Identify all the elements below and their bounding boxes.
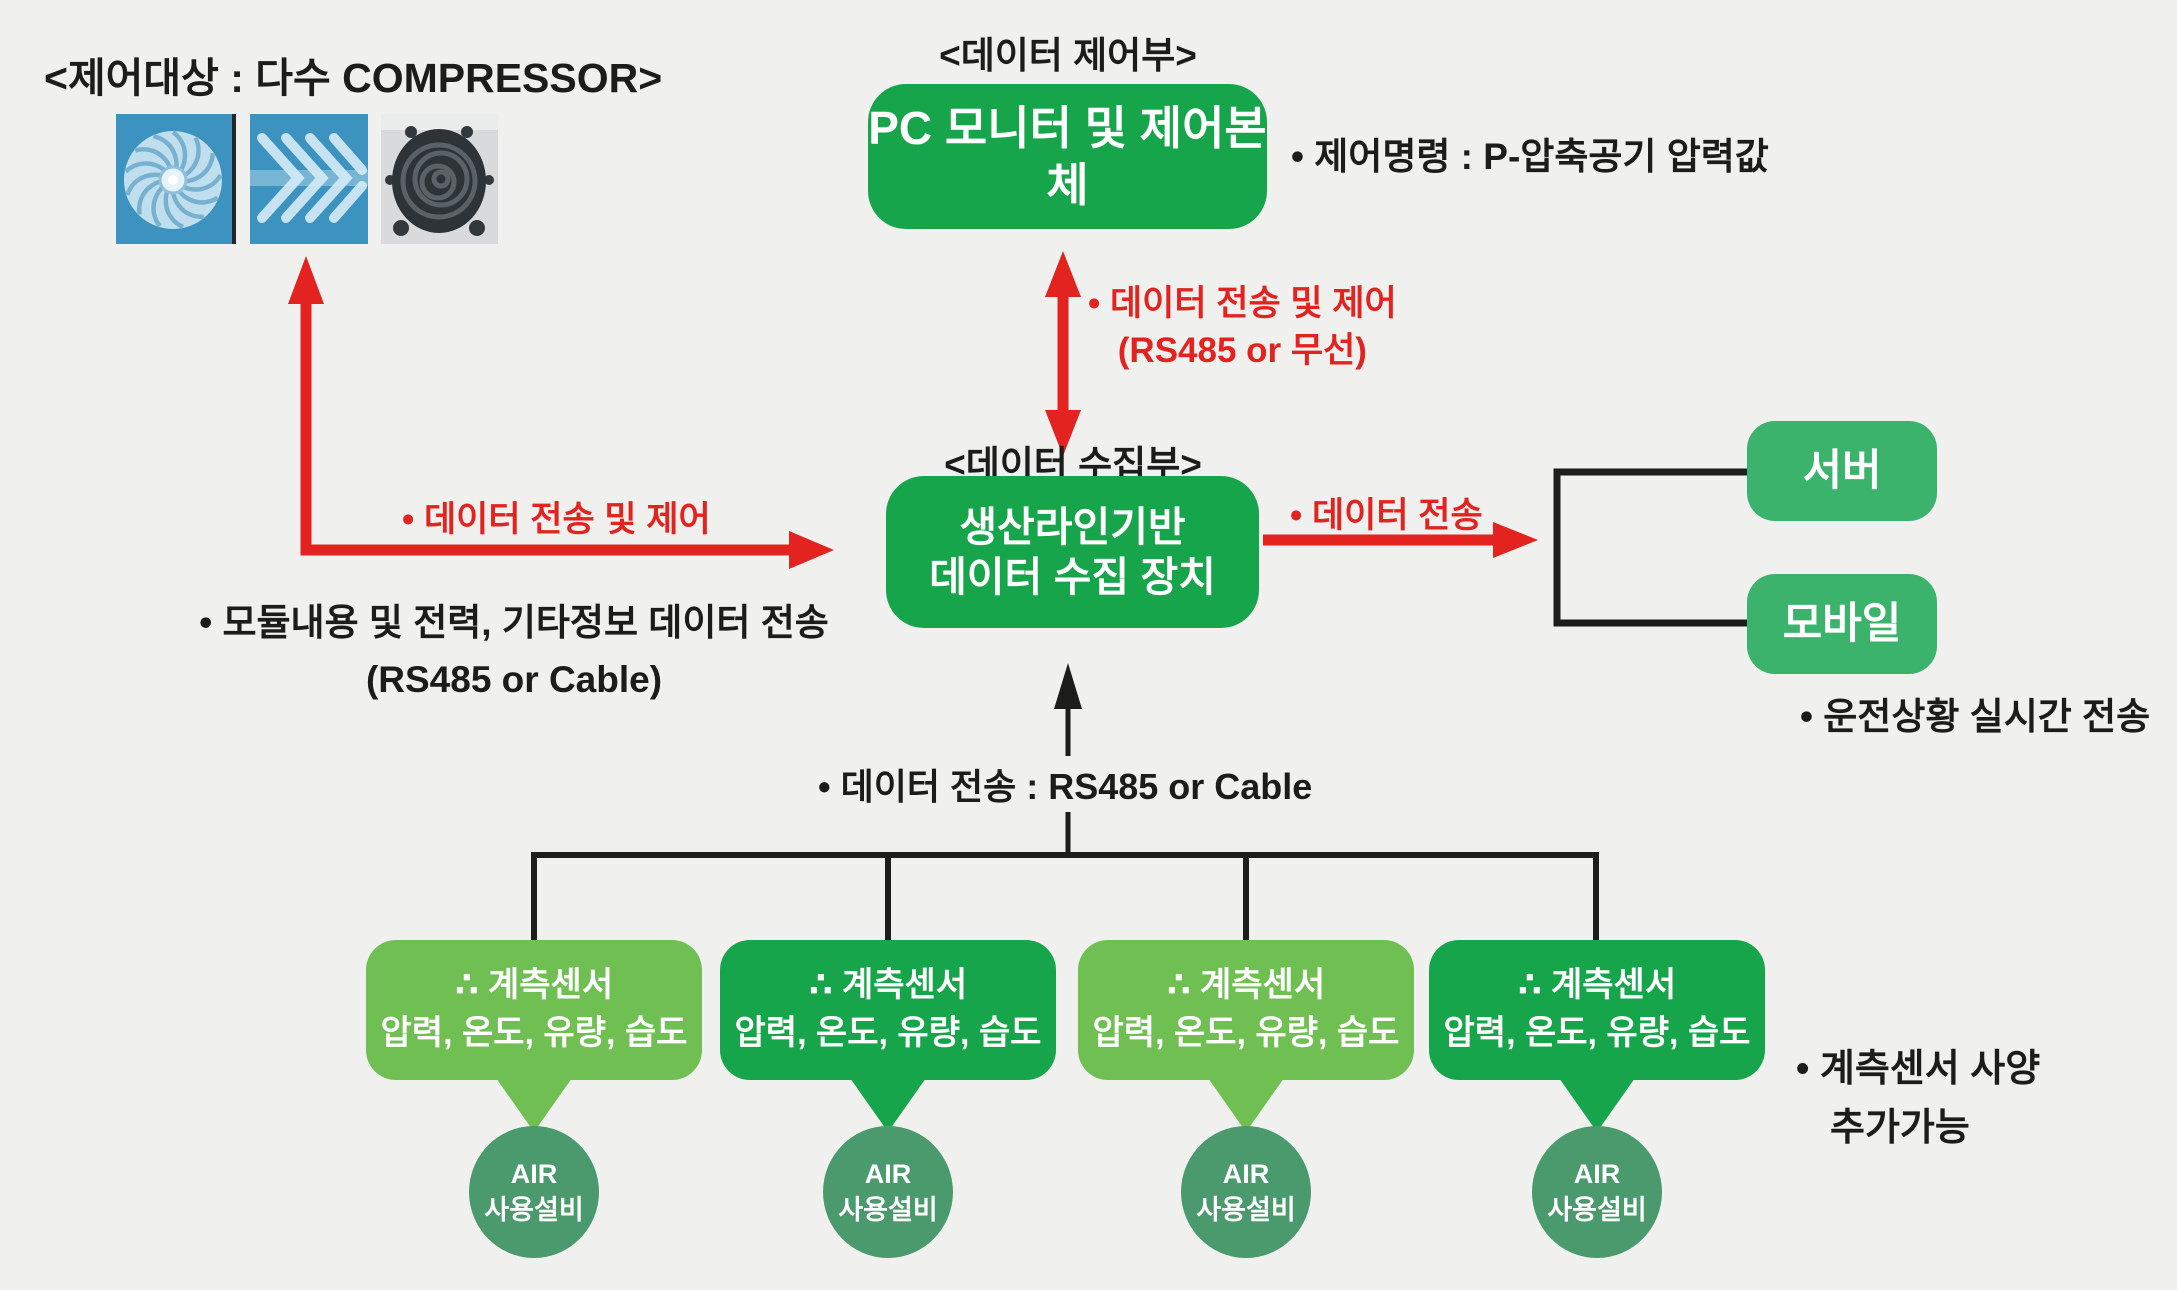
sensor-box-1: ∴ 계측센서 압력, 온도, 유량, 습도: [366, 940, 702, 1080]
pc-monitor-box: PC 모니터 및 제어본체: [868, 84, 1267, 229]
scroll-compressor-photo: [381, 114, 498, 244]
control-target-title: <제어대상 : 다수 COMPRESSOR>: [44, 55, 663, 101]
air-equipment-1: AIR 사용설비: [469, 1126, 599, 1258]
link-control-collect-label: • 데이터 전송 및 제어 (RS485 or 무선): [1088, 280, 1397, 375]
sensor-group-1: ∴ 계측센서 압력, 온도, 유량, 습도 AIR 사용설비: [366, 940, 702, 1260]
link-compressor-label: • 데이터 전송 및 제어: [402, 500, 711, 539]
link-compressor-note-line2: (RS485 or Cable): [365, 659, 663, 701]
outputs-note: • 운전상황 실시간 전송: [1800, 696, 2151, 737]
data-collector-line1: 생산라인기반: [959, 503, 1186, 550]
link-sensors-label: • 데이터 전송 : RS485 or Cable: [808, 756, 1323, 812]
air-equipment-2: AIR 사용설비: [823, 1126, 953, 1258]
server-box-label: 서버: [1802, 446, 1882, 495]
link-control-collect-line2: (RS485 or 무선): [1117, 331, 1367, 371]
air-equipment-3: AIR 사용설비: [1181, 1126, 1311, 1258]
sensor-tail-3: [1208, 1078, 1284, 1132]
link-compressor-note: • 모듈내용 및 전력, 기타정보 데이터 전송 (RS485 or Cable…: [186, 594, 842, 709]
data-collector-box: 생산라인기반 데이터 수집 장치: [886, 476, 1259, 628]
sensor-box-4-line2: 압력, 온도, 유량, 습도: [1443, 1014, 1751, 1052]
sensors-note-line1: • 계측센서 사양: [1796, 1048, 2041, 1090]
arrowhead-down-collect: [1045, 410, 1081, 456]
control-command-note: • 제어명령 : P-압축공기 압력값: [1291, 136, 1769, 177]
link-compressor-note-line1: • 모듈내용 및 전력, 기타정보 데이터 전송: [199, 602, 829, 643]
sensors-note-line2: 추가가능: [1830, 1106, 1970, 1149]
air-equipment-3-line2: 사용설비: [1196, 1195, 1296, 1225]
centrifugal-compressor-photo: [116, 114, 236, 244]
sensor-box-2-line2: 압력, 온도, 유량, 습도: [734, 1014, 1042, 1052]
sensor-box-3-line2: 압력, 온도, 유량, 습도: [1092, 1014, 1400, 1052]
pc-monitor-box-label: PC 모니터 및 제어본체: [868, 102, 1267, 211]
arrowhead-right-outputs: [1493, 522, 1538, 558]
server-box: 서버: [1747, 421, 1937, 521]
screw-compressor-photo: [250, 114, 368, 244]
air-equipment-3-line1: AIR: [1222, 1158, 1270, 1189]
sensor-box-2-line1: ∴ 계측센서: [808, 966, 968, 1005]
sensor-tail-1: [496, 1078, 572, 1132]
arrowhead-up-compressor: [288, 256, 324, 304]
arrowhead-up-control: [1045, 251, 1081, 297]
section-label-control: <데이터 제어부>: [939, 35, 1197, 76]
sensors-note: • 계측센서 사양 추가가능: [1796, 1040, 2040, 1158]
data-collector-line2: 데이터 수집 장치: [929, 554, 1216, 600]
sensor-box-1-line1: ∴ 계측센서: [454, 966, 614, 1005]
sensor-box-4: ∴ 계측센서 압력, 온도, 유량, 습도: [1429, 940, 1765, 1080]
arrow-compressor-link: [300, 300, 792, 556]
mobile-box-label: 모바일: [1782, 599, 1902, 648]
sensor-group-2: ∴ 계측센서 압력, 온도, 유량, 습도 AIR 사용설비: [720, 940, 1056, 1260]
sensor-group-3: ∴ 계측센서 압력, 온도, 유량, 습도 AIR 사용설비: [1078, 940, 1414, 1260]
bracket-outputs: [1553, 468, 1747, 627]
sensor-tail-2: [850, 1078, 926, 1132]
air-equipment-4-line2: 사용설비: [1547, 1195, 1647, 1225]
arrowhead-up-sensors: [1054, 663, 1082, 709]
sensor-tail-4: [1559, 1078, 1635, 1132]
air-equipment-2-line2: 사용설비: [838, 1195, 938, 1225]
sensor-box-3-line1: ∴ 계측센서: [1166, 966, 1326, 1005]
sensor-box-3: ∴ 계측센서 압력, 온도, 유량, 습도: [1078, 940, 1414, 1080]
sensor-tree-line: [531, 852, 1599, 941]
air-equipment-1-line2: 사용설비: [484, 1195, 584, 1225]
sensor-group-4: ∴ 계측센서 압력, 온도, 유량, 습도 AIR 사용설비: [1429, 940, 1765, 1260]
link-control-collect-line1: • 데이터 전송 및 제어: [1088, 284, 1397, 323]
arrowhead-right-collector: [789, 531, 834, 569]
sensor-box-2: ∴ 계측센서 압력, 온도, 유량, 습도: [720, 940, 1056, 1080]
sensor-box-1-line2: 압력, 온도, 유량, 습도: [380, 1014, 688, 1052]
air-equipment-1-line1: AIR: [510, 1158, 558, 1189]
air-equipment-4: AIR 사용설비: [1532, 1126, 1662, 1258]
sensor-box-4-line1: ∴ 계측센서: [1517, 966, 1677, 1005]
air-equipment-4-line1: AIR: [1573, 1158, 1621, 1189]
air-equipment-2-line1: AIR: [864, 1158, 912, 1189]
link-server-label: • 데이터 전송: [1290, 496, 1483, 535]
mobile-box: 모바일: [1747, 574, 1937, 674]
